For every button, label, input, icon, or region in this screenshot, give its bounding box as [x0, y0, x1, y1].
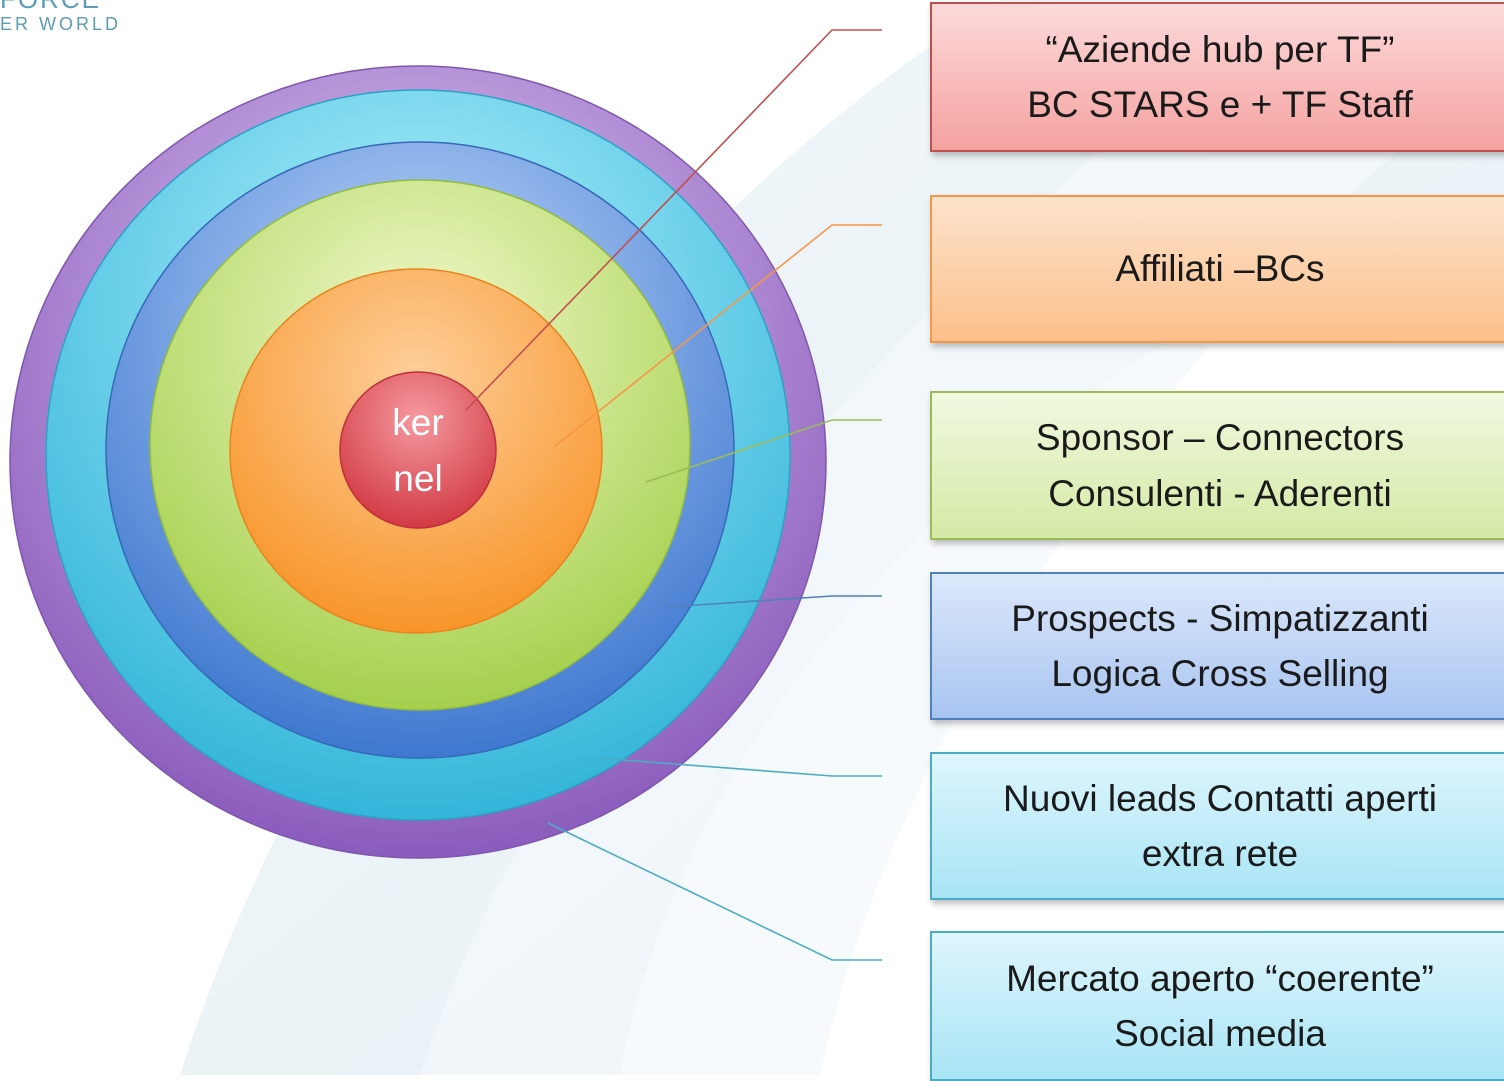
label-box-affiliati: Affiliati –BCs [930, 195, 1504, 343]
label-box-line2: Logica Cross Selling [1051, 653, 1389, 694]
connector-line-4 [666, 595, 882, 608]
label-box-mercato-aperto: Mercato aperto “coerente” Social media [930, 931, 1504, 1081]
label-box-line2: Consulenti - Aderenti [1048, 472, 1392, 514]
kernel-label: ker nel [342, 395, 494, 507]
kernel-label-line2: nel [393, 458, 443, 499]
label-box-line2: BC STARS e + TF Staff [1027, 84, 1413, 125]
connector-line-2 [553, 224, 882, 448]
logo-text: ER WORLD [0, 14, 122, 34]
label-box-line1: “Aziende hub per TF” [1045, 28, 1395, 70]
label-box-line2: extra rete [1141, 833, 1299, 874]
logo-mark: FORCE [0, 0, 101, 15]
connector-line-6 [547, 822, 882, 961]
label-box-sponsor: Sponsor – Connectors Consulenti - Aderen… [930, 391, 1504, 540]
label-box-nuovi-leads: Nuovi leads Contatti aperti extra rete [930, 752, 1504, 900]
connector-line-3 [645, 419, 882, 483]
connector-line-1 [465, 29, 882, 411]
label-box-line2: Social media [1114, 1013, 1326, 1054]
connector-line-5 [595, 757, 882, 777]
label-box-line1: Prospects - Simpatizzanti [1011, 597, 1429, 639]
label-box-line1: Mercato aperto “coerente” [1006, 957, 1434, 999]
kernel-circle [339, 371, 497, 529]
label-box-line1: Nuovi leads Contatti aperti [1003, 777, 1437, 819]
label-box-aziende-hub: “Aziende hub per TF” BC STARS e + TF Sta… [930, 2, 1504, 152]
logo: FORCE ER WORLD [0, 0, 150, 40]
label-box-prospects: Prospects - Simpatizzanti Logica Cross S… [930, 572, 1504, 720]
label-box-line1: Affiliati –BCs [1115, 248, 1325, 290]
label-box-line1: Sponsor – Connectors [1035, 417, 1405, 458]
kernel-label-line1: ker [392, 402, 444, 443]
